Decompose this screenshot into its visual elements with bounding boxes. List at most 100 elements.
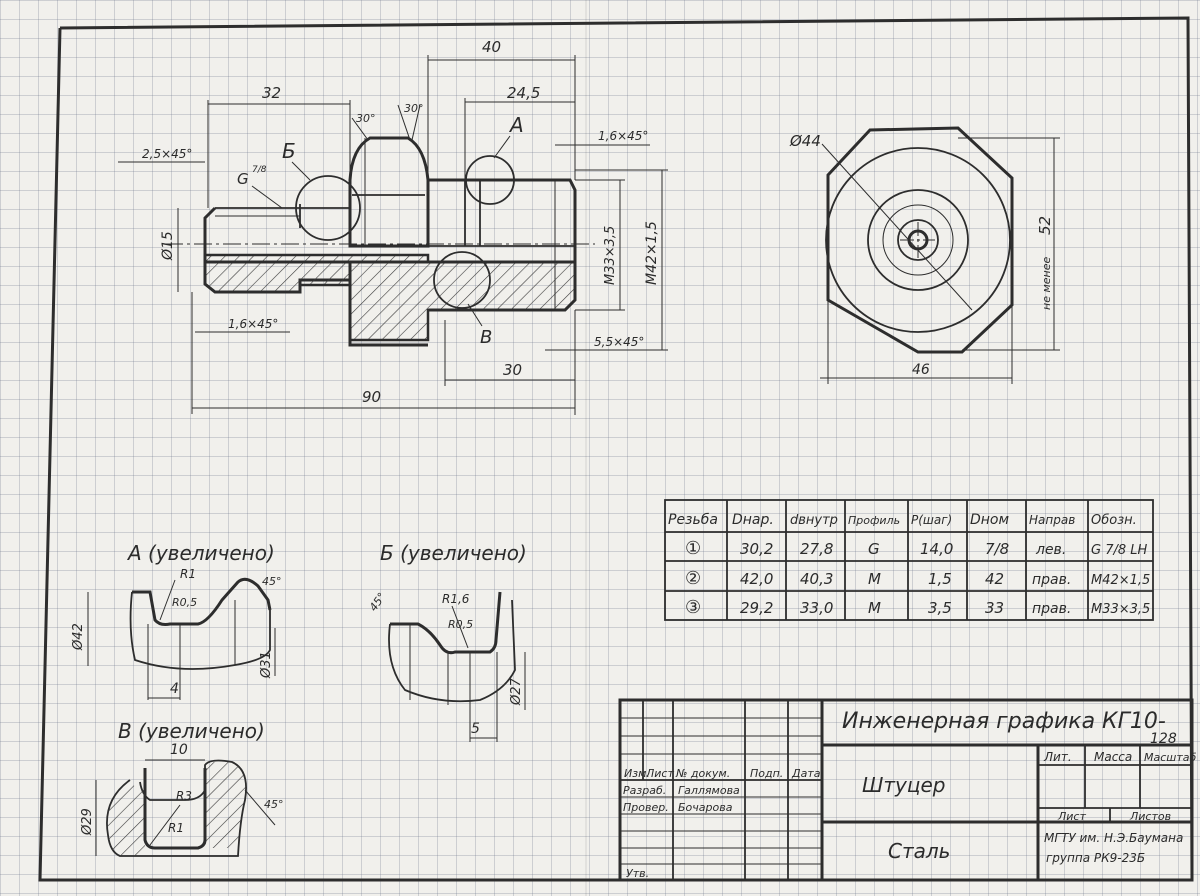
chamfer-5-5: 5,5×45° — [594, 335, 644, 349]
detail-a-angle: 45° — [262, 575, 282, 588]
td-r3-c6: 33 — [985, 599, 1004, 617]
th-col-8: Обозн. — [1091, 513, 1137, 528]
detail-b-title: Б (увеличено) — [380, 541, 527, 565]
td-r3-c7: прав. — [1032, 601, 1071, 617]
tb-list: Лист — [645, 767, 674, 780]
td-r1-c2: 30,2 — [740, 540, 773, 558]
tb-material: Сталь — [888, 839, 950, 863]
callout-circle-a — [465, 155, 515, 205]
dim-52: 52 — [1036, 216, 1054, 235]
detail-v-width: 10 — [170, 742, 188, 758]
callout-b-label: Б — [282, 139, 296, 163]
th-col-6: Dном — [970, 512, 1009, 528]
dim-32: 32 — [262, 84, 281, 102]
detail-a-dia31: Ø31 — [259, 651, 274, 679]
td-r3-c2: 29,2 — [740, 599, 773, 617]
angle-30-left: 30° — [356, 112, 376, 125]
tb-doc-number: 128 — [1150, 731, 1177, 747]
td-r1-c5: 14,0 — [920, 540, 953, 558]
dim-46: 46 — [912, 362, 930, 378]
th-col-7: Направ — [1029, 513, 1075, 527]
td-r3-c1: ③ — [685, 597, 701, 618]
dim-24-5: 24,5 — [507, 84, 540, 102]
detail-v-r1: R1 — [168, 821, 184, 835]
dim-30: 30 — [503, 361, 522, 379]
note-ne-menee: не менее — [1040, 257, 1053, 310]
tb-checker-name: Бочарова — [678, 801, 733, 814]
td-r1-c7: лев. — [1035, 542, 1066, 558]
detail-b-angle: 45° — [367, 590, 389, 613]
tb-izm: Изм. — [624, 767, 650, 780]
tb-scale: Масштаб — [1144, 751, 1196, 764]
tb-lit: Лит. — [1043, 750, 1072, 764]
tb-org: МГТУ им. Н.Э.Баумана — [1044, 831, 1183, 845]
callout-v-label: В — [480, 327, 492, 348]
detail-b-r05: R0,5 — [448, 618, 473, 631]
tb-approved: Утв. — [626, 867, 649, 880]
callout-circle-v — [433, 251, 491, 309]
dim-dia44: Ø44 — [789, 132, 821, 150]
detail-b-dia27: Ø27 — [509, 677, 524, 706]
front-view: 40 32 24,5 30° 30° 2,5×45° 1,6×45° G 7/8… — [118, 38, 668, 415]
callout-circle-b — [295, 175, 361, 241]
chamfer-1-6-bottom: 1,6×45° — [228, 317, 278, 331]
tb-developer-name: Галлямова — [678, 784, 740, 797]
tb-sheet: Лист — [1057, 810, 1086, 823]
tb-group: группа РК9-23Б — [1046, 851, 1145, 865]
tb-course: Инженерная графика КГ10- — [842, 709, 1166, 734]
tb-mass: Масса — [1094, 750, 1132, 764]
chamfer-2-5: 2,5×45° — [142, 147, 192, 161]
dim-90: 90 — [362, 388, 381, 406]
td-r2-c5: 1,5 — [928, 570, 952, 588]
td-r2-c2: 42,0 — [740, 570, 773, 588]
detail-a-r05: R0,5 — [172, 596, 197, 609]
td-r2-c6: 42 — [985, 570, 1004, 588]
th-col-5: P(шаг) — [911, 513, 952, 527]
tb-date: Дата — [791, 767, 821, 780]
angle-30-right: 30° — [404, 102, 424, 115]
td-r3-c4: М — [868, 599, 881, 617]
th-col-1: Резьба — [668, 512, 718, 528]
detail-v: В (увеличено) 10 Ø29 R3 R1 45° — [80, 719, 284, 857]
th-col-4: Профиль — [848, 514, 900, 527]
hex-nut-outline — [348, 136, 430, 248]
title-block: Изм. Лист № докум. Подп. Дата Разраб. Га… — [618, 698, 1196, 882]
callout-a-label: А — [508, 113, 524, 137]
detail-b-width: 5 — [471, 721, 480, 737]
detail-a-r1: R1 — [180, 567, 196, 581]
td-r1-c6: 7/8 — [985, 540, 1009, 558]
dim-m42: М42×1,5 — [644, 221, 660, 285]
detail-a-width: 4 — [170, 681, 179, 697]
td-r1-c8: G 7/8 LH — [1091, 543, 1148, 558]
td-r2-c1: ② — [685, 568, 701, 589]
detail-v-title: В (увеличено) — [118, 719, 265, 743]
dim-40: 40 — [482, 38, 501, 56]
side-view-hex: Ø44 52 не менее 46 — [789, 126, 1060, 384]
hex-chamfer-circle — [825, 147, 1011, 333]
detail-a-title: А (увеличено) — [126, 541, 275, 565]
td-r2-c8: М42×1,5 — [1091, 573, 1150, 588]
td-r2-c7: прав. — [1032, 572, 1071, 588]
th-col-2: Dнар. — [732, 512, 774, 528]
detail-b-r16: R1,6 — [442, 592, 470, 606]
detail-v-r3: R3 — [176, 789, 192, 803]
td-r1-c1: ① — [685, 538, 701, 559]
detail-b: Б (увеличено) 5 R1,6 R0,5 45° Ø27 — [367, 541, 527, 742]
thread-g-fraction: 7/8 — [252, 165, 267, 175]
tb-part-name: Штуцер — [862, 773, 946, 797]
sheet-fold — [585, 0, 587, 896]
tb-sign: Подп. — [750, 767, 783, 780]
detail-v-dia29: Ø29 — [80, 808, 95, 836]
thread-g-label: G — [237, 170, 249, 188]
tb-developed: Разраб. — [623, 784, 666, 797]
detail-a: А (увеличено) 4 Ø42 Ø31 R1 R0,5 45° — [71, 541, 282, 700]
dim-m33: М33×3,5 — [603, 226, 618, 285]
sheet-frame — [38, 16, 1194, 882]
dim-dia15: Ø15 — [160, 231, 176, 261]
tb-sheets: Листов — [1129, 810, 1171, 823]
td-r3-c5: 3,5 — [928, 599, 952, 617]
td-r1-c4: G — [868, 540, 880, 558]
td-r2-c4: М — [868, 570, 881, 588]
